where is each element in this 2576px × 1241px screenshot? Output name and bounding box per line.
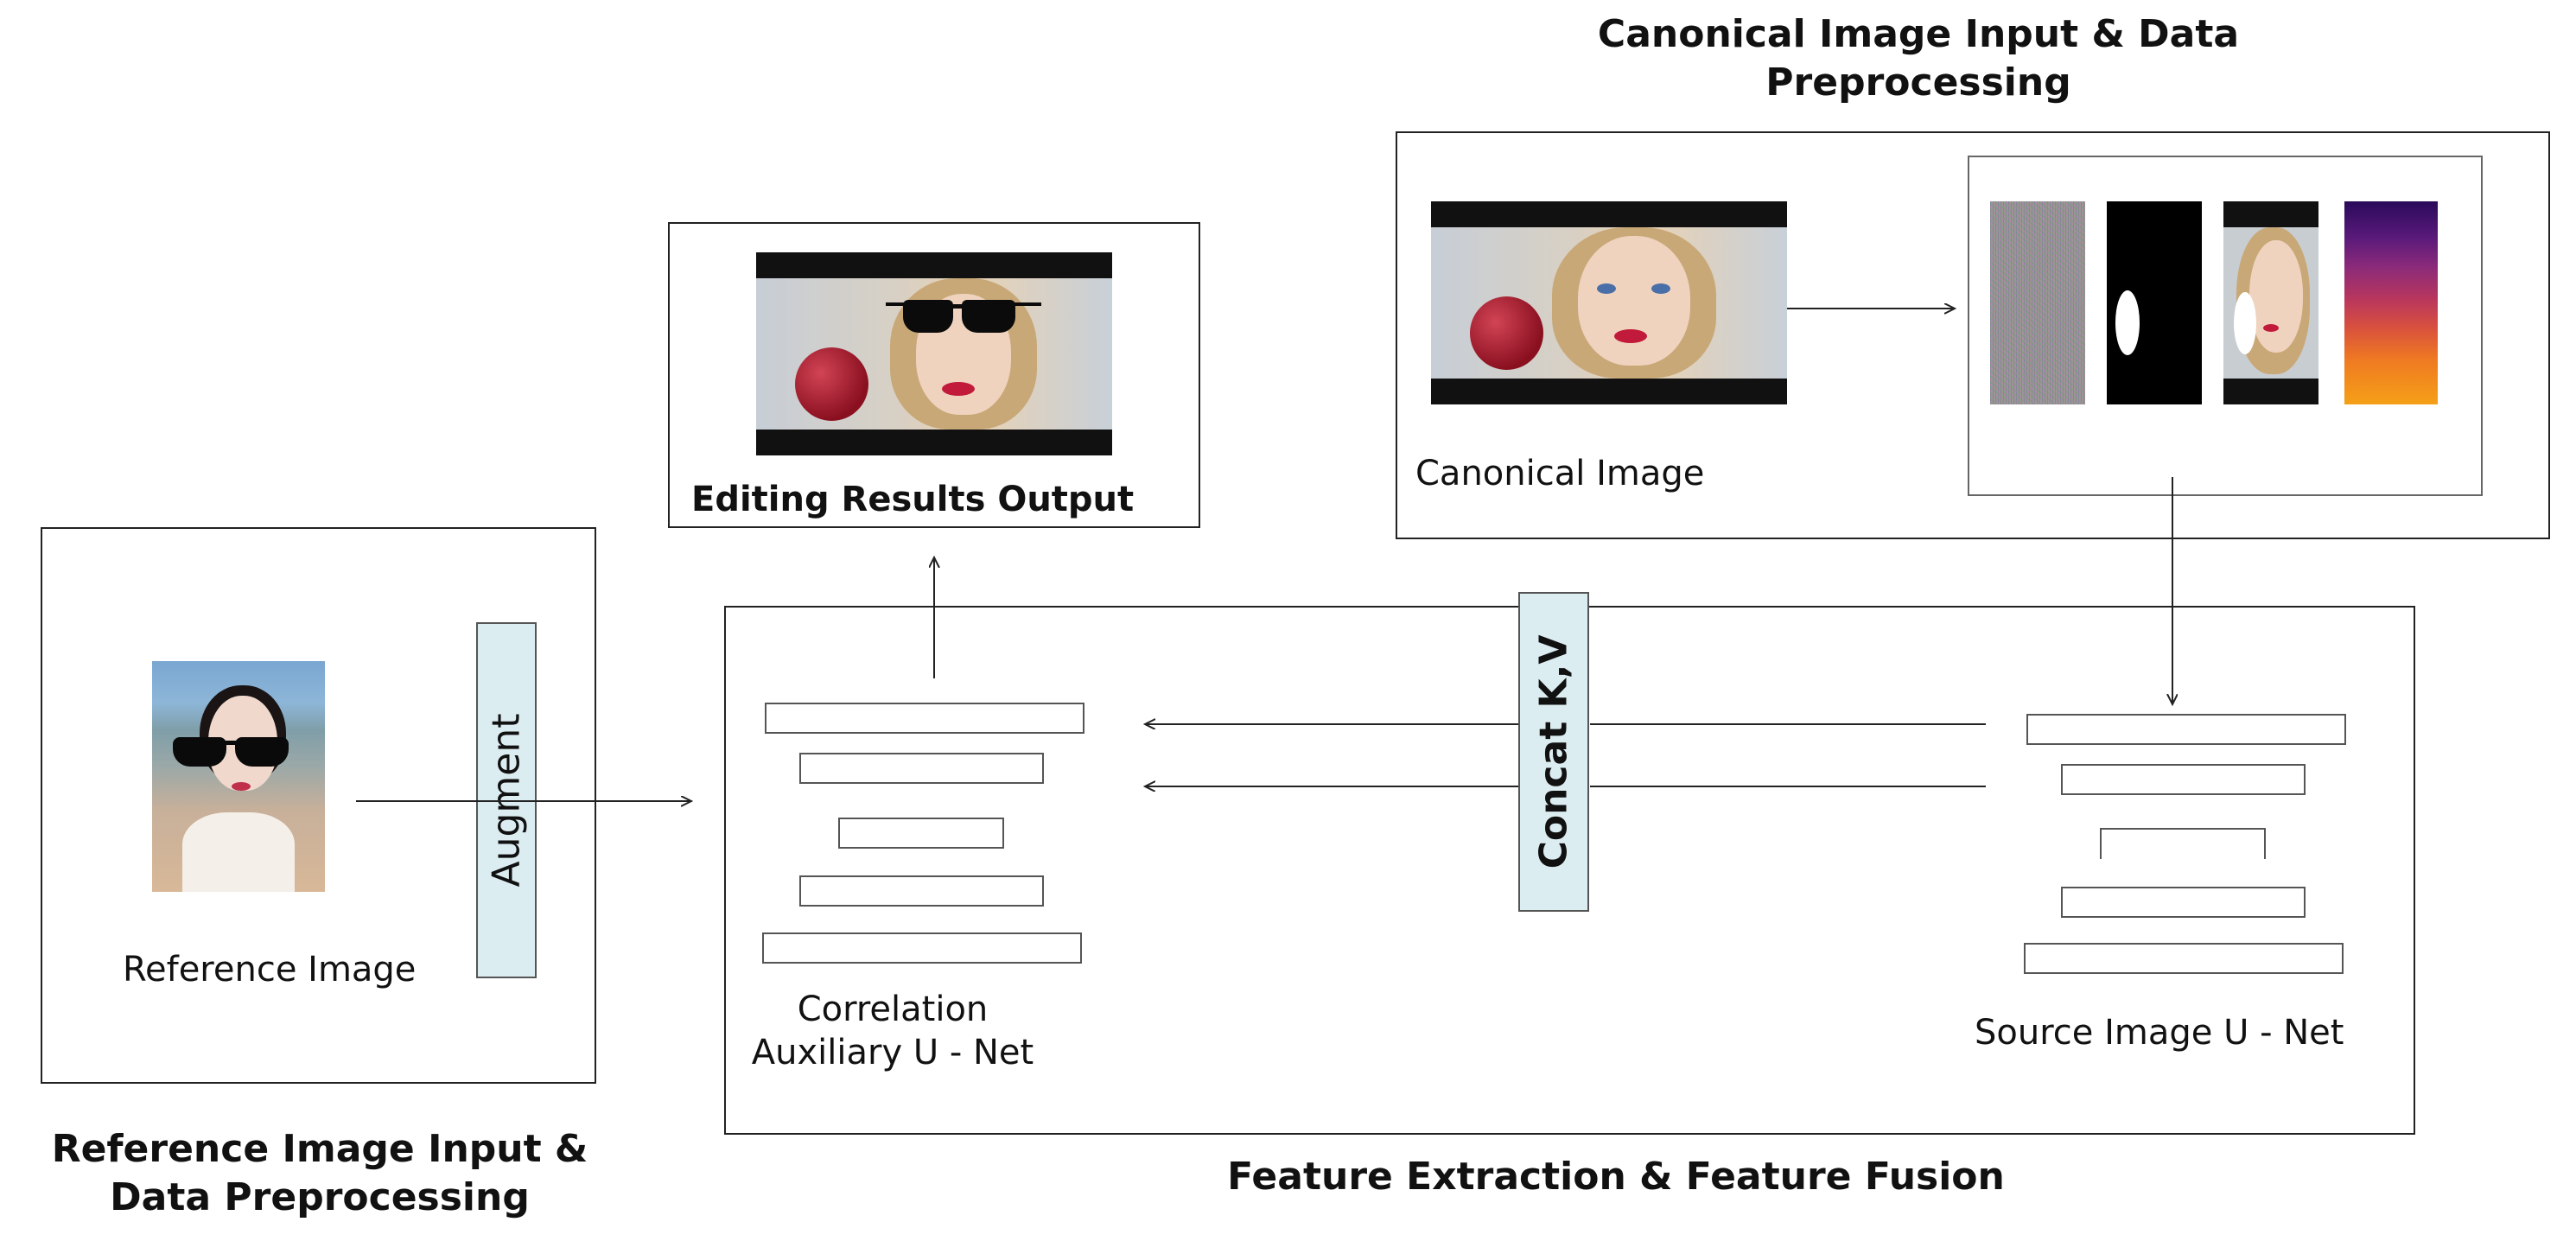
canonical-section-title: Canonical Image Input & Data Preprocessi… [1597,12,2240,105]
face-photo-with-apple-icon [1431,201,1787,404]
reference-image-label: Reference Image [123,950,417,990]
correlation-unet-layer [799,753,1044,784]
editing-results-label: Editing Results Output [691,480,1135,519]
correlation-unet-layer [765,703,1084,734]
noise-map-icon [1990,201,2085,404]
correlation-unet-layer [762,932,1082,964]
correlation-unet-layer [838,818,1004,849]
source-unet-label: Source Image U - Net [1975,1013,2344,1053]
masked-face-icon [2223,201,2318,404]
reference-section-title: Reference Image Input & Data Preprocessi… [51,1127,588,1220]
preprocessing-panel [1968,156,2483,496]
source-unet-bottleneck [2100,828,2266,859]
correlation-unet-layer [799,875,1044,907]
feature-section-title: Feature Extraction & Feature Fusion [1227,1155,2005,1199]
depth-map-icon [2344,201,2438,404]
canonical-image-label: Canonical Image [1415,454,1705,493]
source-unet-layer [2061,764,2306,795]
mask-map-icon [2107,201,2202,404]
source-unet-layer [2061,887,2306,918]
edited-face-with-sunglasses-icon [756,252,1112,455]
concat-kv-bar: Concat K,V [1518,592,1589,912]
correlation-unet-label: Correlation Auxiliary U - Net [751,990,1034,1072]
woman-sunglasses-photo-icon [152,661,325,892]
source-unet-layer [2024,943,2344,974]
source-unet-layer [2026,714,2346,745]
